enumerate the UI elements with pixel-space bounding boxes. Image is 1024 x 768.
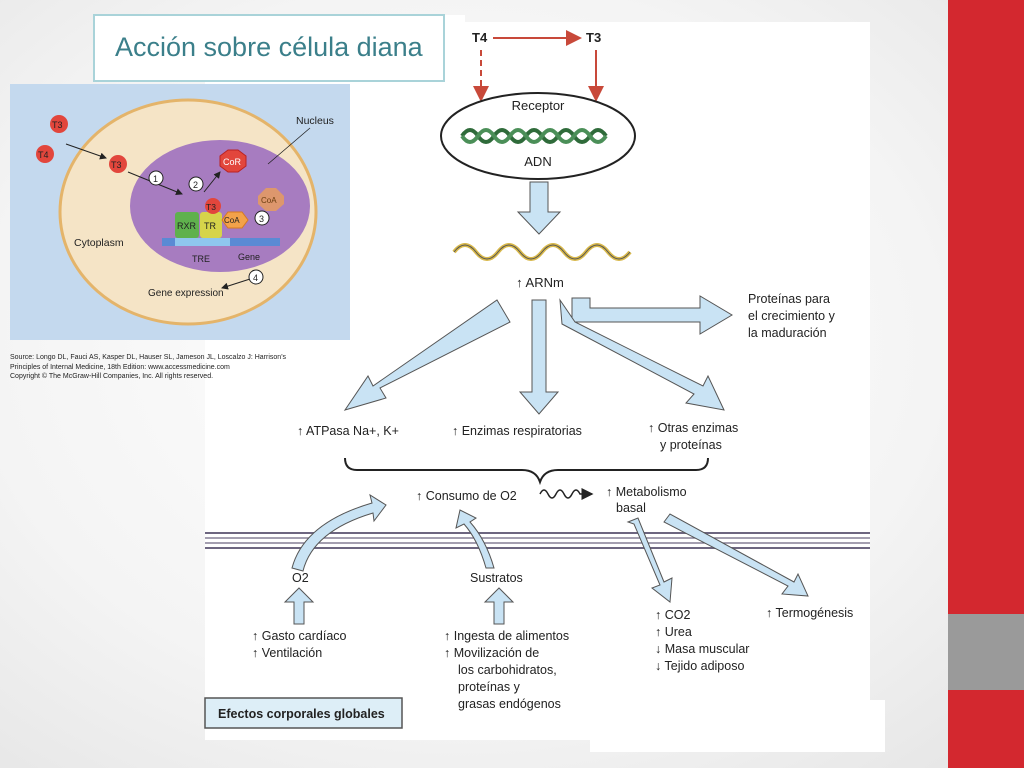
cell-mechanism-svg: Nucleus Cytoplasm T3 T4 T3 1 CoR 2 CoA 3… xyxy=(36,98,334,326)
o2-to-consumo-arrow xyxy=(291,493,387,572)
middle-effect-2: ↑ Movilización de xyxy=(444,646,539,660)
source-line-3: Copyright © The McGraw-Hill Companies, I… xyxy=(10,373,214,380)
proteins-line-3: la maduración xyxy=(748,326,827,340)
middle-effect-5: grasas endógenos xyxy=(458,697,561,711)
metabolismo-to-co2-arrow xyxy=(626,517,673,603)
t3-outer-label: T3 xyxy=(52,120,63,130)
o2-label: O2 xyxy=(292,571,309,585)
atpasa-label: ↑ ATPasa Na+, K+ xyxy=(297,424,399,438)
otras-enzimas-line-2: y proteínas xyxy=(660,438,722,452)
t4-to-t3-arrow-cell xyxy=(65,143,107,160)
arnm-to-enzimas-arrow xyxy=(518,299,560,415)
tr-receptor xyxy=(200,212,222,238)
arnm-to-proteins-arrow xyxy=(571,295,733,335)
enzimas-respiratorias-label: ↑ Enzimas respiratorias xyxy=(452,424,582,438)
metabolismo-line-1: ↑ Metabolismo xyxy=(606,485,687,499)
ingesta-up-arrow xyxy=(483,587,515,625)
step-4-marker xyxy=(248,269,264,285)
sustratos-label: Sustratos xyxy=(470,571,523,585)
right-effect-2: ↑ Urea xyxy=(655,625,692,639)
step-3-label: 3 xyxy=(259,214,264,224)
sustratos-to-consumo-arrow xyxy=(455,509,495,569)
wavy-arrow xyxy=(539,488,594,500)
dna-helix xyxy=(460,128,608,144)
step-1-label: 1 xyxy=(153,174,158,184)
proteins-line-2: el crecimiento y xyxy=(748,309,836,323)
t3-molecule-outer xyxy=(50,115,68,133)
mrna-strand-outline xyxy=(453,244,631,260)
receptor-to-arnm-arrow xyxy=(516,181,562,235)
step2-arrow xyxy=(203,171,221,193)
accent-gray-block xyxy=(948,614,1024,690)
receptor-ellipse xyxy=(440,92,636,180)
arnm-label: ↑ ARNm xyxy=(516,275,564,290)
right-effect-1: ↑ CO2 xyxy=(655,608,690,622)
receptor-label: Receptor xyxy=(512,98,565,113)
t3-bound-label: T3 xyxy=(206,202,216,212)
t4-label: T4 xyxy=(38,150,49,160)
cytoplasm-label: Cytoplasm xyxy=(74,237,124,249)
consumo-o2-label: ↑ Consumo de O2 xyxy=(416,489,517,503)
gene-expression-label: Gene expression xyxy=(148,288,224,299)
figure-source: Source: Longo DL, Fauci AS, Kasper DL, H… xyxy=(10,353,330,382)
gene-label: Gene xyxy=(238,252,260,262)
arnm-to-otras-arrow xyxy=(559,298,725,411)
t4-molecule xyxy=(36,145,54,163)
t3-molecule-inner xyxy=(109,155,127,173)
coa-floating xyxy=(258,188,284,211)
footer-label: Efectos corporales globales xyxy=(218,707,385,721)
t3-bound xyxy=(205,198,221,214)
rxr-receptor xyxy=(175,212,199,238)
step-3-marker xyxy=(254,210,270,226)
slide-title-box: Acción sobre célula diana xyxy=(93,14,445,82)
footer-box xyxy=(204,697,403,729)
step-4-label: 4 xyxy=(253,273,258,283)
left-effect-2: ↑ Ventilación xyxy=(252,646,322,660)
cor-complex xyxy=(219,149,247,173)
step-2-marker xyxy=(188,176,204,192)
slide-title: Acción sobre célula diana xyxy=(115,32,423,62)
step4-arrow xyxy=(221,278,251,290)
middle-effect-4: proteínas y xyxy=(458,680,521,694)
t3-inner-label: T3 xyxy=(111,160,122,170)
step-2-label: 2 xyxy=(193,180,198,190)
gasto-up-arrow xyxy=(283,587,315,625)
cell-mechanism-figure: Nucleus Cytoplasm T3 T4 T3 1 CoR 2 CoA 3… xyxy=(10,84,350,340)
rxr-label: RXR xyxy=(177,221,197,231)
coa-floating-label: CoA xyxy=(261,196,277,205)
cor-label: CoR xyxy=(223,157,242,167)
flow-paper-bottom xyxy=(590,700,885,752)
coa-bound-label: CoA xyxy=(224,216,240,225)
right-effect-3: ↓ Masa muscular xyxy=(655,642,749,656)
flow-t4-label: T4 xyxy=(472,30,488,45)
arnm-to-atpasa-arrow xyxy=(343,299,511,411)
middle-effect-3: los carbohidratos, xyxy=(458,663,557,677)
left-effect-1: ↑ Gasto cardíaco xyxy=(252,629,347,643)
nucleus-pointer xyxy=(267,127,311,165)
flow-paper-top xyxy=(445,15,465,25)
metabolismo-line-2: basal xyxy=(616,501,646,515)
flow-t3-label: T3 xyxy=(586,30,601,45)
grouping-brace xyxy=(344,457,709,486)
right-effect-4: ↓ Tejido adiposo xyxy=(655,659,744,673)
tre-segment xyxy=(175,238,230,246)
coa-bound xyxy=(221,211,249,229)
otras-enzimas-line-1: ↑ Otras enzimas xyxy=(648,421,738,435)
adn-label: ADN xyxy=(524,154,551,169)
tr-label: TR xyxy=(204,221,216,231)
tre-label: TRE xyxy=(192,254,210,264)
nucleus-label: Nucleus xyxy=(296,115,334,127)
termogenesis-label: ↑ Termogénesis xyxy=(766,606,853,620)
middle-effect-1: ↑ Ingesta de alimentos xyxy=(444,629,569,643)
source-line-1: Source: Longo DL, Fauci AS, Kasper DL, H… xyxy=(10,354,287,361)
source-line-2: Principles of Internal Medicine, 18th Ed… xyxy=(10,363,230,371)
metabolismo-to-termogenesis-arrow xyxy=(663,513,809,597)
step-1-marker xyxy=(148,170,164,186)
proteins-line-1: Proteínas para xyxy=(748,292,830,306)
